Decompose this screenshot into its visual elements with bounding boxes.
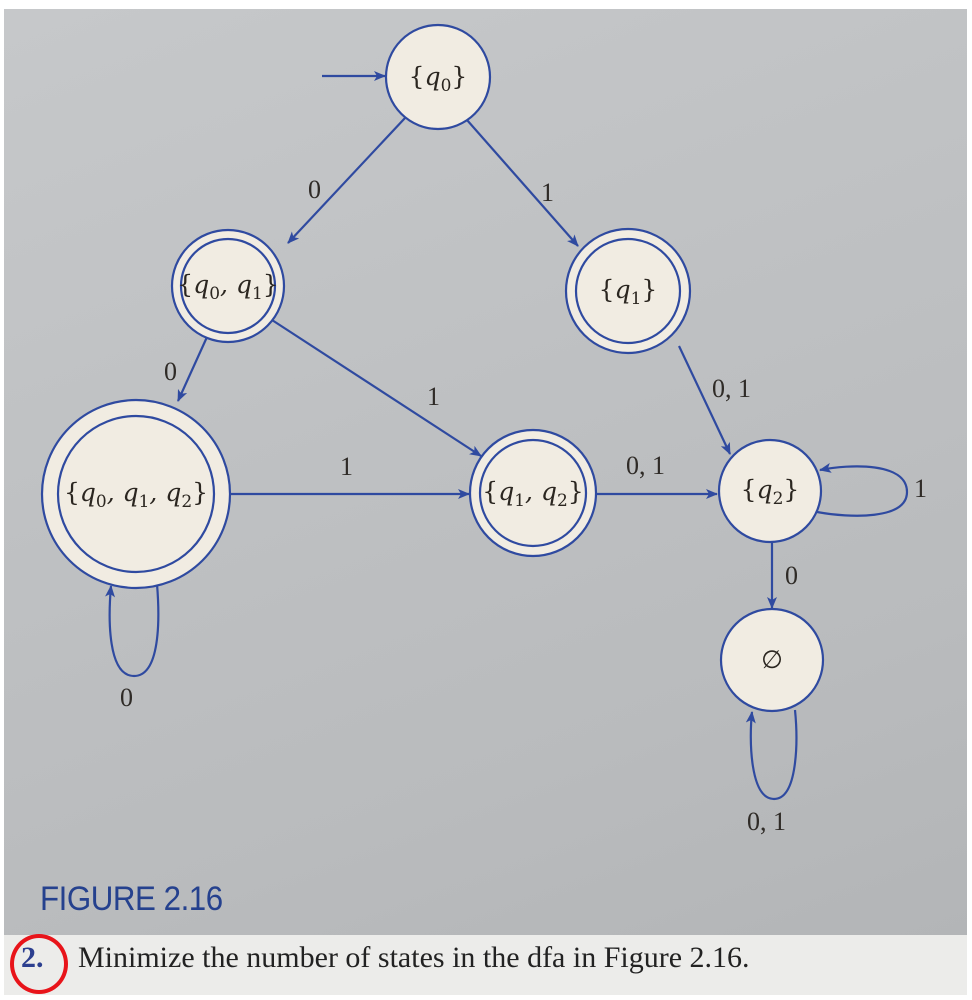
- state-label-empty: ∅: [761, 645, 783, 674]
- state-q1: {q1}: [564, 227, 692, 355]
- state-q0q1q2: {q0, q1, q2}: [40, 398, 232, 590]
- edge-q0-to-q0q1: [287, 117, 406, 244]
- edge-label-q1q2-q2: 0, 1: [626, 451, 665, 480]
- red-highlight-circle: [10, 934, 68, 994]
- state-label-q0q1q2: {q0, q1, q2}: [64, 478, 208, 512]
- edge-label-q0-q1: 1: [541, 178, 554, 207]
- state-label-q1q2: {q1, q2}: [482, 477, 583, 511]
- edge-q0-to-q1: [466, 119, 579, 247]
- state-q2: {q2}: [717, 438, 823, 544]
- state-q0q1: {q0, q1}: [170, 228, 286, 344]
- state-label-q0: {q0}: [409, 62, 468, 96]
- edge-label-q2-loop: 1: [914, 474, 927, 503]
- edge-label-q2-empty: 0: [785, 561, 798, 590]
- nodes: {q0} {q0, q1} {q1} {q0, q1, q2}: [40, 23, 825, 713]
- edges: 0 1 0 1 0, 1 1 0 0, 1 1 0 0, 1: [105, 71, 927, 836]
- edge-label-q0q1-q1q2: 1: [427, 382, 440, 411]
- state-q0: {q0}: [384, 23, 492, 131]
- figure-caption: FIGURE 2.16: [40, 880, 223, 918]
- state-label-q2: {q2}: [741, 475, 800, 509]
- edge-label-q1-q2: 0, 1: [712, 374, 751, 403]
- edge-label-q0q1q2-q1q2: 1: [340, 452, 353, 481]
- self-loop-empty: [745, 709, 798, 801]
- edge-label-empty-loop: 0, 1: [747, 807, 786, 836]
- edge-label-q0-q0q1: 0: [308, 175, 321, 204]
- exercise-strip: [4, 935, 967, 995]
- edge-q0q1-to-q1q2: [271, 319, 482, 457]
- state-label-q0q1: {q0, q1}: [177, 270, 278, 304]
- edge-q0q1-to-q0q1q2: [176, 336, 209, 402]
- edge-q1-to-q2: [678, 345, 731, 455]
- self-loop-q2: [816, 462, 909, 517]
- state-label-q1: {q1}: [599, 275, 658, 309]
- state-q1q2: {q1, q2}: [468, 428, 598, 558]
- exercise-text: Minimize the number of states in the dfa…: [78, 941, 750, 974]
- edge-label-q0q1-q0q1q2: 0: [164, 357, 177, 386]
- edge-label-q0q1q2-loop: 0: [120, 683, 133, 712]
- self-loop-q0q1q2: [105, 583, 160, 678]
- state-empty: ∅: [719, 607, 825, 713]
- dfa-diagram: 0 1 0 1 0, 1 1 0 0, 1 1 0 0, 1: [40, 23, 927, 836]
